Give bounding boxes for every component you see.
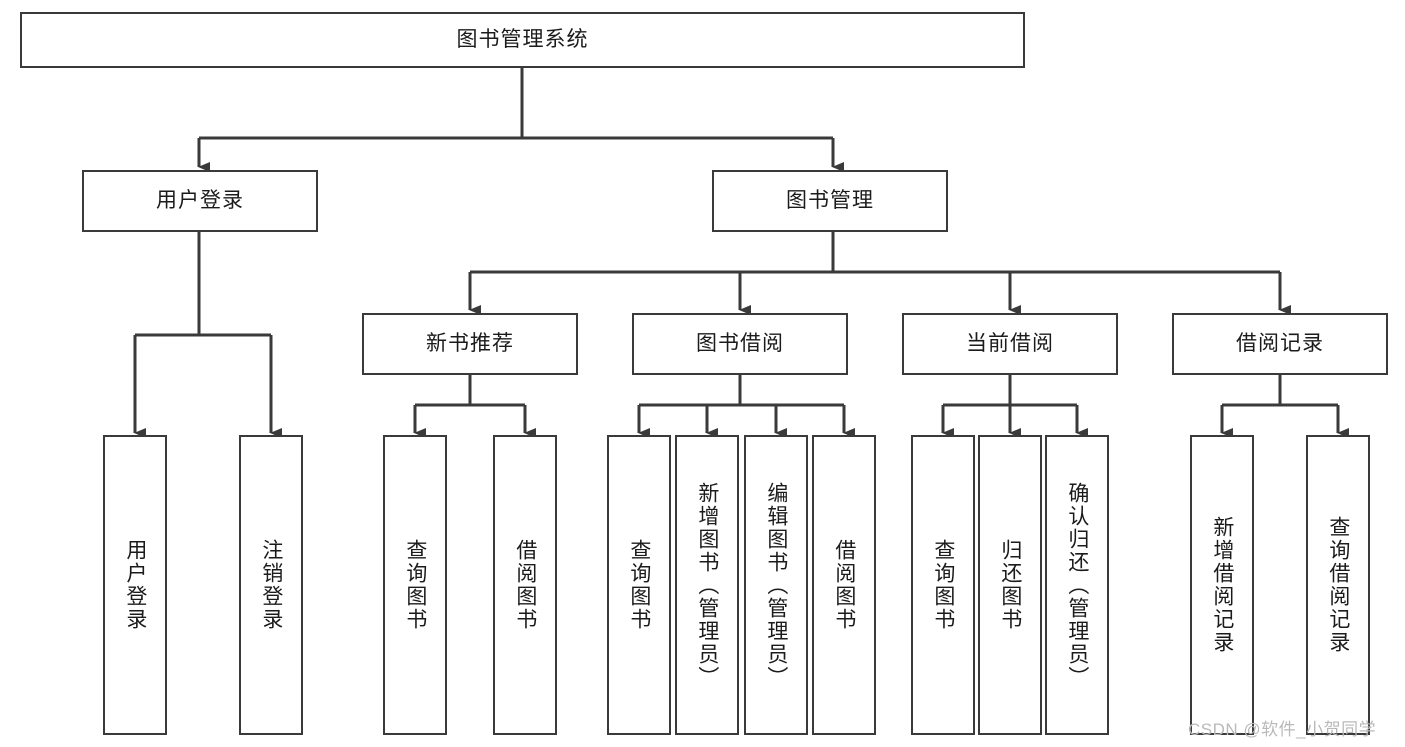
node-borrow-record-label: 借阅记录 — [1236, 331, 1324, 355]
leaf-book-borrow-2-label: 新增图书（管理员） — [695, 481, 719, 689]
leaf-book-borrow-3-label: 编辑图书（管理员） — [764, 481, 788, 689]
leaf-borrow-record-1-label: 新增借阅记录 — [1210, 516, 1234, 654]
leaf-current-borrow-1-label: 查询图书 — [931, 539, 955, 631]
leaf-new-book-1[interactable]: 查询图书 — [383, 435, 447, 735]
node-root[interactable]: 图书管理系统 — [20, 12, 1025, 68]
node-user-login[interactable]: 用户登录 — [82, 170, 318, 232]
leaf-borrow-record-2-label: 查询借阅记录 — [1326, 516, 1350, 654]
node-borrow-record[interactable]: 借阅记录 — [1172, 313, 1388, 375]
node-book-borrow[interactable]: 图书借阅 — [632, 313, 848, 375]
leaf-user-login-2-label: 注销登录 — [259, 539, 283, 631]
leaf-current-borrow-3-label: 确认归还（管理员） — [1065, 481, 1089, 689]
leaf-user-login-1-label: 用户登录 — [123, 539, 147, 631]
node-user-login-label: 用户登录 — [156, 188, 244, 212]
node-current-borrow-label: 当前借阅 — [966, 331, 1054, 355]
leaf-user-login-1[interactable]: 用户登录 — [103, 435, 167, 735]
leaf-book-borrow-4-label: 借阅图书 — [832, 539, 856, 631]
leaf-new-book-1-label: 查询图书 — [403, 539, 427, 631]
csdn-watermark: CSDN @软件_小贺同学 — [1188, 720, 1377, 739]
leaf-borrow-record-1[interactable]: 新增借阅记录 — [1190, 435, 1254, 735]
node-book-management-label: 图书管理 — [786, 188, 874, 212]
node-new-book-recommend-label: 新书推荐 — [426, 331, 514, 355]
node-book-management[interactable]: 图书管理 — [712, 170, 948, 232]
node-new-book-recommend[interactable]: 新书推荐 — [362, 313, 578, 375]
leaf-current-borrow-2-label: 归还图书 — [998, 539, 1022, 631]
leaf-book-borrow-3[interactable]: 编辑图书（管理员） — [744, 435, 808, 735]
node-current-borrow[interactable]: 当前借阅 — [902, 313, 1118, 375]
leaf-book-borrow-1[interactable]: 查询图书 — [607, 435, 671, 735]
leaf-current-borrow-1[interactable]: 查询图书 — [911, 435, 975, 735]
leaf-book-borrow-2[interactable]: 新增图书（管理员） — [675, 435, 739, 735]
leaf-book-borrow-4[interactable]: 借阅图书 — [812, 435, 876, 735]
leaf-book-borrow-1-label: 查询图书 — [627, 539, 651, 631]
leaf-current-borrow-3[interactable]: 确认归还（管理员） — [1045, 435, 1109, 735]
node-book-borrow-label: 图书借阅 — [696, 331, 784, 355]
node-root-label: 图书管理系统 — [456, 27, 589, 51]
leaf-new-book-2[interactable]: 借阅图书 — [493, 435, 557, 735]
leaf-new-book-2-label: 借阅图书 — [513, 539, 537, 631]
leaf-current-borrow-2[interactable]: 归还图书 — [978, 435, 1042, 735]
leaf-borrow-record-2[interactable]: 查询借阅记录 — [1306, 435, 1370, 735]
leaf-user-login-2[interactable]: 注销登录 — [239, 435, 303, 735]
